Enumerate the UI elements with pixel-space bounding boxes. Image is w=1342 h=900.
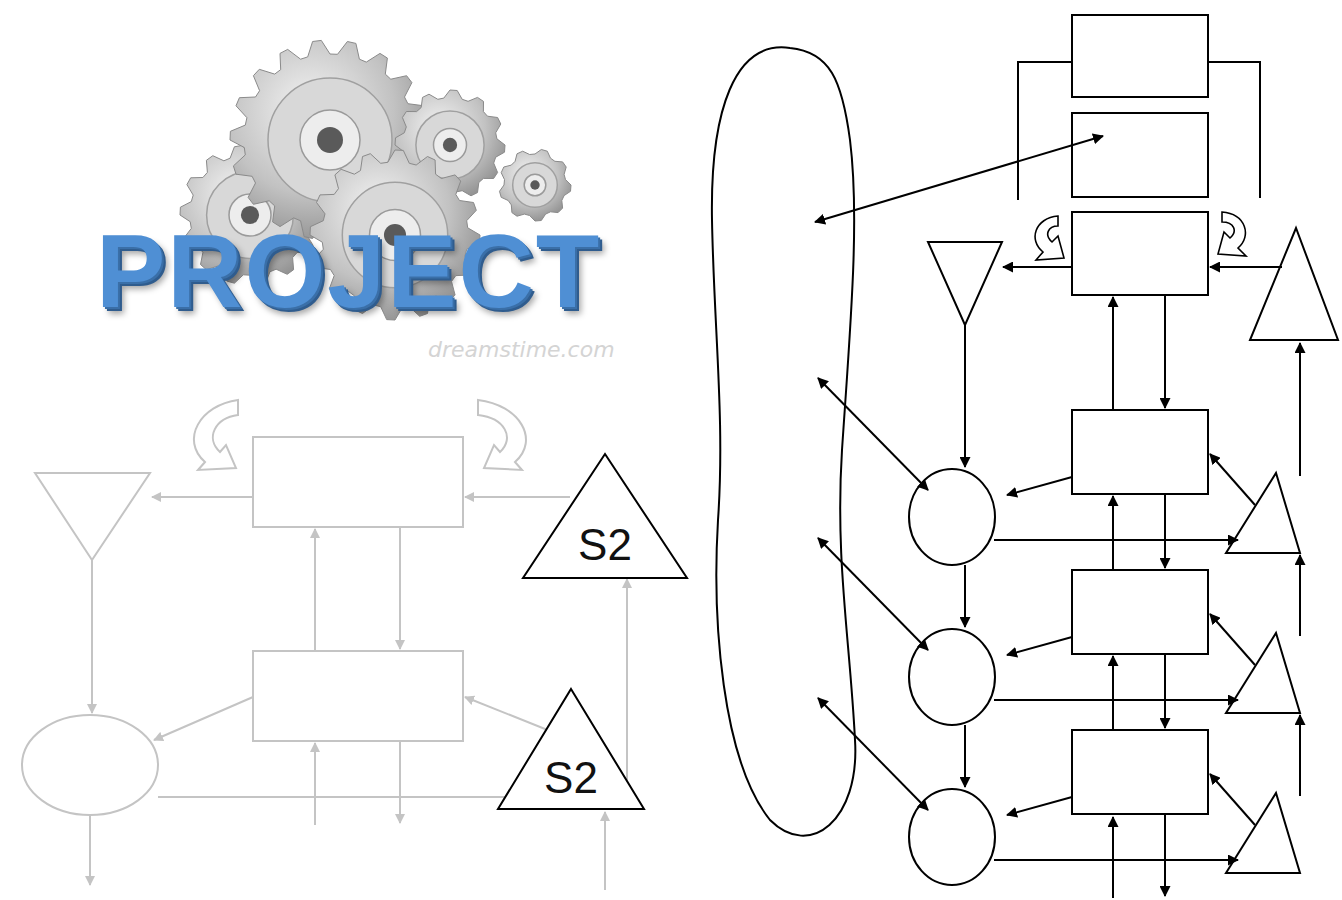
gear-hub — [300, 110, 360, 170]
gear-hole — [530, 180, 539, 189]
gear-hole — [443, 138, 457, 152]
system-triangle: S2 — [497, 688, 645, 810]
gear-hub — [513, 163, 558, 208]
system-label: S2 — [497, 756, 645, 800]
faded-vsm — [22, 400, 605, 890]
gear-hub — [524, 174, 546, 196]
watermark: dreamstime.com — [428, 337, 615, 362]
operation-rows — [818, 378, 1300, 898]
system-triangle: S2 — [522, 453, 688, 579]
gear-hole — [317, 127, 343, 153]
system-label: S2 — [522, 523, 688, 567]
vsm-diagram — [712, 15, 1338, 836]
gear — [500, 150, 572, 222]
connector — [626, 579, 628, 780]
project-wordmark: PROJECT — [96, 212, 601, 331]
gear-hub — [434, 129, 467, 162]
